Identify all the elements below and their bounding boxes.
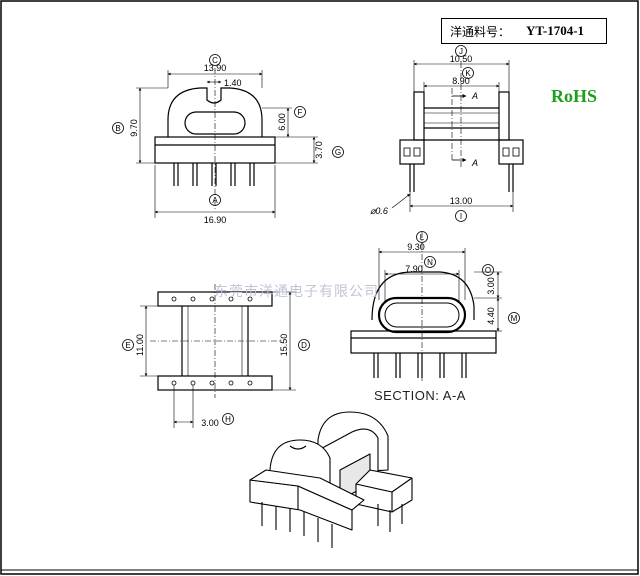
side-right-flange bbox=[498, 91, 510, 141]
callout-letter-e: E bbox=[125, 341, 130, 350]
side-view bbox=[391, 45, 524, 222]
callout-letter-h: H bbox=[225, 415, 231, 424]
callout-circle-j bbox=[455, 45, 467, 57]
section-base bbox=[350, 330, 497, 354]
callout-circle-c bbox=[209, 54, 221, 66]
dim-value-l: 9.30 bbox=[407, 242, 425, 252]
callout-circle-a bbox=[209, 194, 221, 206]
callout-letter-n: N bbox=[427, 258, 433, 267]
top-pin-hole bbox=[171, 380, 177, 386]
pin-diameter: ⌀0.6 bbox=[370, 206, 388, 216]
dim-value-b: 9.70 bbox=[129, 119, 139, 137]
callout-circle-b bbox=[112, 122, 124, 134]
callout-letter-a: A bbox=[212, 196, 218, 205]
side-left-base bbox=[399, 139, 425, 165]
front-view bbox=[112, 54, 344, 218]
section-view bbox=[350, 231, 520, 382]
dim-value-m: 4.40 bbox=[486, 307, 496, 325]
callout-letter-g: G bbox=[335, 148, 341, 157]
section-view-text: L N O M 9.30 7.90 3.00 4.40 bbox=[405, 233, 517, 325]
callout-letter-k: K bbox=[465, 69, 471, 78]
callout-letter-o: O bbox=[485, 266, 491, 275]
part-number-label: 洋通料号： bbox=[450, 24, 511, 39]
dim-value-o: 3.00 bbox=[486, 277, 496, 295]
callout-circle-m bbox=[508, 312, 520, 324]
callout-letter-f: F bbox=[298, 108, 303, 117]
top-pin-hole bbox=[209, 380, 215, 386]
side-left-flange bbox=[413, 91, 425, 141]
top-pin-hole bbox=[228, 380, 234, 386]
dim-value-e: 11.00 bbox=[135, 334, 145, 356]
callout-letter-d: D bbox=[301, 341, 307, 350]
dim-value-a: 16.90 bbox=[204, 215, 227, 225]
callout-circle-d bbox=[298, 339, 310, 351]
iso-front-notch bbox=[289, 445, 307, 450]
top-view-text: E D H 11.00 15.50 3.00 bbox=[125, 334, 307, 428]
callout-letter-l: L bbox=[420, 233, 425, 242]
top-pin-hole bbox=[247, 380, 253, 386]
company-watermark: 东莞市洋通电子有限公司 bbox=[214, 284, 379, 300]
part-number-box: 洋通料号： YT-1704-1 bbox=[441, 18, 607, 44]
isometric-view bbox=[249, 411, 413, 548]
dim-value-j: 10.50 bbox=[450, 54, 473, 64]
top-pin-hole bbox=[171, 296, 177, 302]
pin-dia-leader bbox=[391, 193, 411, 209]
callout-letter-i: I bbox=[460, 212, 462, 221]
top-pin-hole bbox=[190, 296, 196, 302]
front-pins bbox=[173, 163, 255, 186]
section-title: SECTION: A-A bbox=[374, 388, 466, 403]
dim-value-f: 6.00 bbox=[277, 113, 287, 131]
callout-circle-h bbox=[222, 413, 234, 425]
callout-circle-l bbox=[416, 231, 428, 243]
top-pin-hole bbox=[247, 296, 253, 302]
dim-value-d: 15.50 bbox=[279, 334, 289, 357]
dim-value-k: 8.90 bbox=[452, 76, 470, 86]
callout-circle-g bbox=[332, 146, 344, 158]
dim-value-slot: 1.40 bbox=[224, 78, 242, 88]
dim-value-h: 3.00 bbox=[201, 418, 219, 428]
side-right-base bbox=[498, 139, 524, 165]
dim-value-g: 3.70 bbox=[314, 141, 324, 159]
iso-right-base bbox=[355, 469, 413, 513]
callout-letter-c: C bbox=[212, 56, 218, 65]
cut-mark-bottom: A bbox=[471, 158, 478, 168]
side-base-detail bbox=[502, 147, 510, 157]
top-pin-hole bbox=[190, 380, 196, 386]
callout-letter-b: B bbox=[115, 124, 120, 133]
callout-circle-e bbox=[122, 339, 134, 351]
callout-circle-i bbox=[455, 210, 467, 222]
callout-letter-j: J bbox=[459, 47, 463, 56]
section-outer-profile bbox=[371, 271, 475, 321]
side-base-detail bbox=[413, 147, 421, 157]
iso-base-edge bbox=[355, 483, 393, 493]
cut-mark-top: A bbox=[471, 91, 478, 101]
dim-value-n: 7.90 bbox=[405, 264, 423, 274]
rohs-badge: RoHS bbox=[551, 86, 598, 106]
top-pin-hole bbox=[209, 296, 215, 302]
side-base-detail bbox=[512, 147, 520, 157]
dim-value-c: 13.90 bbox=[204, 63, 227, 73]
side-base-detail bbox=[403, 147, 411, 157]
callout-circle-n bbox=[424, 256, 436, 268]
callout-circle-o bbox=[482, 264, 494, 276]
side-view-text: J K I 10.50 8.90 13.00 ⌀0.6 A A bbox=[370, 47, 478, 221]
front-flange-outline bbox=[167, 87, 263, 137]
callout-circle-f bbox=[294, 106, 306, 118]
top-pin-hole bbox=[228, 296, 234, 302]
front-view-text: C B F G A 13.90 1.40 9.70 6.00 3.70 16.9… bbox=[115, 56, 341, 225]
top-view bbox=[122, 284, 310, 428]
dim-value-i: 13.00 bbox=[450, 196, 473, 206]
iso-base-edge bbox=[391, 477, 413, 493]
part-number: YT-1704-1 bbox=[526, 23, 585, 38]
callout-letter-m: M bbox=[511, 314, 518, 323]
callout-circle-k bbox=[462, 67, 474, 79]
